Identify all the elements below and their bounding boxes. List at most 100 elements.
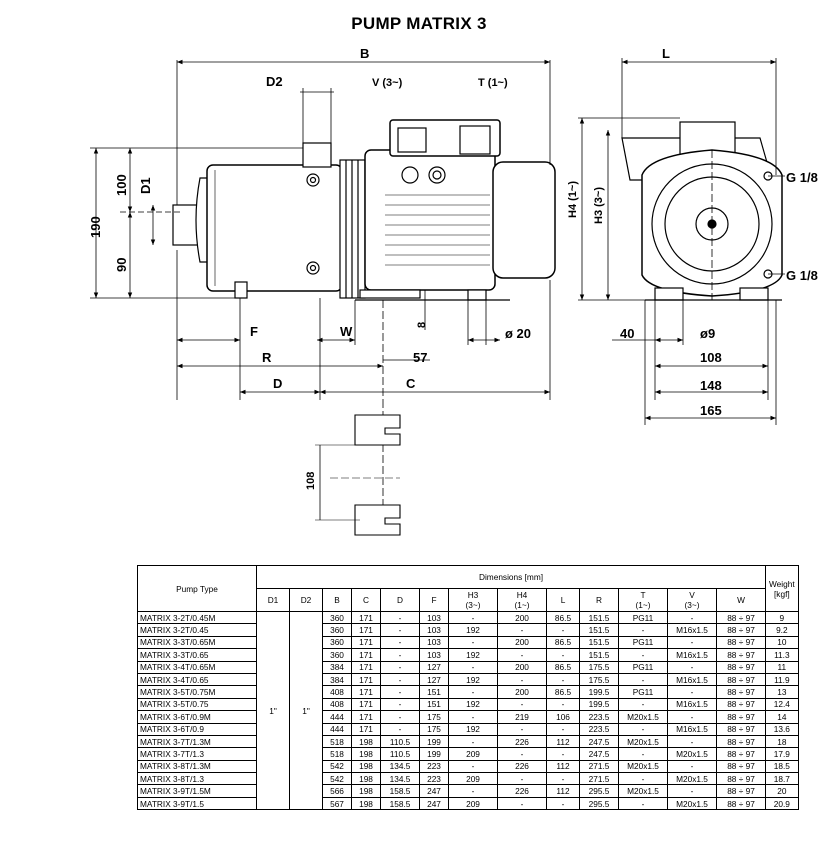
cell-c: 198	[351, 772, 381, 786]
cell-l: 112	[546, 784, 580, 798]
cell-b: 360	[322, 648, 352, 662]
cell-c: 171	[351, 635, 381, 650]
pump-type-cell: MATRIX 3-6T/0.9M	[137, 710, 257, 724]
cell-c: 171	[351, 610, 381, 625]
cell-c: 171	[351, 660, 381, 674]
col-header-l: L	[546, 588, 580, 612]
cell-f: 199	[419, 747, 449, 761]
cell-f: 175	[419, 710, 449, 724]
cell-d: 158.5	[380, 784, 420, 798]
cell-t: M20x1.5	[618, 784, 668, 798]
cell-c: 171	[351, 722, 381, 736]
cell-h3: 192	[448, 623, 498, 637]
col-header-sub: (3~)	[465, 600, 481, 610]
cell-w: 88 ÷ 97	[716, 623, 766, 637]
weight-cell: 10	[765, 635, 799, 650]
col-header-d: D	[380, 588, 420, 612]
cell-t: -	[618, 623, 668, 637]
cell-v: M16x1.5	[667, 672, 717, 687]
pump-type-cell: MATRIX 3-2T/0.45M	[137, 610, 257, 625]
cell-h3: 209	[448, 772, 498, 786]
cell-f: 103	[419, 648, 449, 662]
cell-t: -	[618, 747, 668, 761]
dim-R: R	[262, 350, 272, 365]
cell-c: 198	[351, 759, 381, 774]
cell-b: 542	[322, 772, 352, 786]
cell-l: 112	[546, 759, 580, 774]
cell-f: 103	[419, 635, 449, 650]
cell-v: -	[667, 734, 717, 749]
dim-100: 100	[114, 174, 129, 196]
col-header-h3: H3(3~)	[448, 588, 498, 612]
cell-h4: 219	[497, 710, 547, 724]
cell-l: 86.5	[546, 685, 580, 699]
cell-d: -	[380, 660, 420, 674]
cell-d: -	[380, 610, 420, 625]
cell-v: -	[667, 610, 717, 625]
cell-r: 247.5	[579, 747, 619, 761]
cell-l: 86.5	[546, 635, 580, 650]
cell-c: 198	[351, 734, 381, 749]
col-header-label: T	[640, 590, 646, 600]
cell-t: -	[618, 796, 668, 811]
cell-h4: -	[497, 623, 547, 637]
cell-f: 103	[419, 610, 449, 625]
cell-r: 223.5	[579, 710, 619, 724]
pump-type-cell: MATRIX 3-2T/0.45	[137, 623, 257, 637]
cell-h4: -	[497, 672, 547, 687]
dim-G-top: G 1/8	[786, 170, 818, 185]
cell-l: -	[546, 772, 580, 786]
cell-r: 271.5	[579, 759, 619, 774]
cell-t: M20x1.5	[618, 710, 668, 724]
col-header-d2: D2	[289, 588, 323, 612]
col-header-label: B	[334, 595, 340, 605]
cell-r: 247.5	[579, 734, 619, 749]
cell-f: 103	[419, 623, 449, 637]
cell-h4: 200	[497, 660, 547, 674]
cell-h3: 209	[448, 747, 498, 761]
dim-T: T (1~)	[478, 77, 508, 89]
cell-w: 88 ÷ 97	[716, 710, 766, 724]
cell-d: 134.5	[380, 759, 420, 774]
cell-h3: -	[448, 734, 498, 749]
col-header-label: D	[397, 595, 403, 605]
dim-B: B	[360, 46, 369, 61]
cell-w: 88 ÷ 97	[716, 759, 766, 774]
weight-cell: 18	[765, 734, 799, 749]
weight-header: Weight [kgf]	[765, 565, 799, 612]
pump-type-cell: MATRIX 3-7T/1.3	[137, 747, 257, 761]
pump-type-cell: MATRIX 3-9T/1.5M	[137, 784, 257, 798]
d2-cell: 1"	[289, 610, 323, 811]
cell-h4: -	[497, 796, 547, 811]
col-header-label: H4	[516, 590, 528, 600]
dim-C: C	[406, 376, 416, 391]
cell-b: 518	[322, 747, 352, 761]
col-header-v: V(3~)	[667, 588, 717, 612]
col-header-label: D2	[300, 595, 312, 605]
cell-d: -	[380, 685, 420, 699]
dim-148: 148	[700, 378, 722, 393]
cell-f: 199	[419, 734, 449, 749]
cell-v: -	[667, 784, 717, 798]
dimension-labels: B L D2 V (3~) T (1~) D1 100 190 90 H4 (1…	[88, 46, 818, 490]
pump-type-cell: MATRIX 3-7T/1.3M	[137, 734, 257, 749]
cell-b: 444	[322, 710, 352, 724]
cell-d: 134.5	[380, 772, 420, 786]
cell-h3: 192	[448, 697, 498, 712]
dim-D1: D1	[138, 177, 153, 194]
cell-w: 88 ÷ 97	[716, 660, 766, 674]
cell-w: 88 ÷ 97	[716, 784, 766, 798]
cell-w: 88 ÷ 97	[716, 722, 766, 736]
weight-cell: 13.6	[765, 722, 799, 736]
cell-h4: 226	[497, 734, 547, 749]
dim-165: 165	[700, 403, 722, 418]
pump-type-header: Pump Type	[137, 565, 257, 612]
front-view	[621, 121, 783, 301]
cell-h3: -	[448, 685, 498, 699]
cell-l: -	[546, 623, 580, 637]
pump-type-cell: MATRIX 3-6T/0.9	[137, 722, 257, 736]
